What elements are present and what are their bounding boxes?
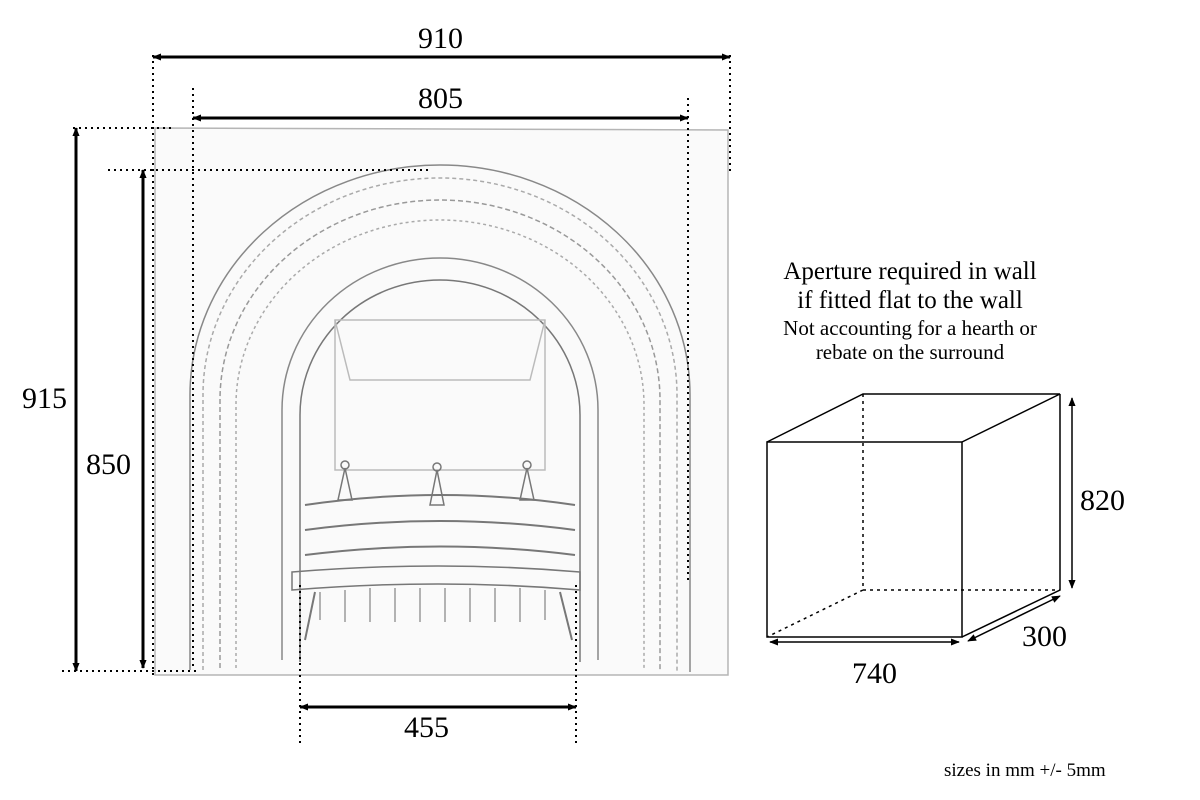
grate-bar-middle	[304, 520, 576, 531]
opening-arch-outer	[281, 257, 599, 660]
note-line-4: rebate on the surround	[815, 339, 1005, 364]
dim-label-455: 455	[404, 711, 449, 744]
insert-plate-outline	[154, 127, 729, 676]
grate-legs	[304, 591, 573, 641]
finial-left	[337, 460, 353, 501]
aperture-arrows	[769, 397, 1076, 646]
box-hidden-edges	[766, 394, 1060, 638]
outer-arch-outline	[189, 164, 691, 672]
dim-label-740: 740	[852, 657, 897, 690]
size-tolerance-note: sizes in mm +/- 5mm	[944, 760, 1106, 781]
finial-right	[519, 460, 535, 501]
aperture-box	[766, 393, 1061, 638]
grate-bar-bottom	[304, 545, 576, 556]
note-line-3: Not accounting for a hearth or	[783, 315, 1037, 340]
aperture-note: Aperture required in wall if fitted flat…	[740, 258, 1080, 364]
dim-label-820: 820	[1080, 484, 1125, 517]
box-right-edge	[961, 394, 1061, 638]
finial-center	[429, 462, 445, 506]
fireback-hood	[334, 319, 546, 381]
dimension-arrows	[72, 53, 731, 711]
grate-front-rail	[291, 565, 581, 591]
dim-label-805: 805	[418, 82, 463, 115]
extension-lines	[62, 55, 731, 745]
box-top-edges	[766, 393, 1061, 443]
dim-label-915: 915	[22, 382, 67, 415]
box-front-face	[766, 441, 963, 638]
outer-arch-band	[202, 177, 678, 672]
dim-label-300: 300	[1022, 620, 1067, 653]
fireplace-insert-illustration	[154, 127, 729, 676]
note-line-2: if fitted flat to the wall	[797, 286, 1023, 314]
fireback-panel	[334, 319, 546, 471]
arrow-300	[967, 595, 1061, 642]
grate-basket-bars	[319, 588, 546, 622]
dim-label-910: 910	[418, 22, 463, 55]
note-line-1: Aperture required in wall	[783, 258, 1037, 285]
dim-label-850: 850	[86, 448, 131, 481]
opening-arch-inner	[299, 279, 581, 662]
